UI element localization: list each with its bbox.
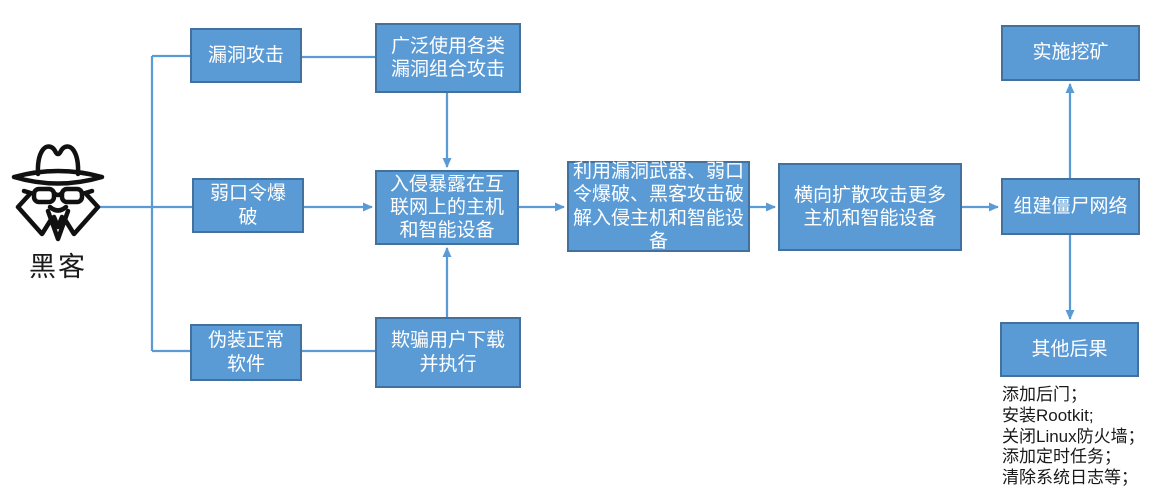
consequence-list: 添加后门； 安装Rootkit; 关闭Linux防火墙； 添加定时任务； 清除系…: [1002, 385, 1154, 489]
node-vuln-attack: 漏洞攻击: [190, 28, 302, 83]
node-exploit-crack: 利用漏洞武器、弱口令爆破、黑客攻击破解入侵主机和智能设备: [567, 161, 750, 252]
consequence-item: 安装Rootkit;: [1002, 405, 1094, 425]
node-intrude-exposed-hosts: 入侵暴露在互联网上的主机和智能设备: [375, 170, 519, 245]
node-lateral-spread: 横向扩散攻击更多主机和智能设备: [778, 163, 962, 251]
spy-icon: [11, 144, 105, 242]
node-mining: 实施挖矿: [1001, 25, 1140, 81]
hacker-label: 黑客: [29, 252, 87, 282]
consequence-item: 清除系统日志等；: [1002, 468, 1138, 488]
consequence-item: 添加定时任务；: [1002, 447, 1121, 467]
node-broad-vuln-combo: 广泛使用各类漏洞组合攻击: [375, 23, 521, 93]
hacker-figure: 黑客: [6, 133, 110, 284]
consequence-item: 添加后门；: [1002, 385, 1087, 404]
node-other-results: 其他后果: [1000, 322, 1139, 377]
node-disguise-software: 伪装正常软件: [190, 324, 302, 381]
node-trick-download: 欺骗用户下载并执行: [375, 317, 521, 388]
consequence-item: 关闭Linux防火墙；: [1002, 426, 1145, 446]
node-weak-password: 弱口令爆破: [192, 178, 304, 233]
node-build-botnet: 组建僵尸网络: [1001, 178, 1140, 235]
